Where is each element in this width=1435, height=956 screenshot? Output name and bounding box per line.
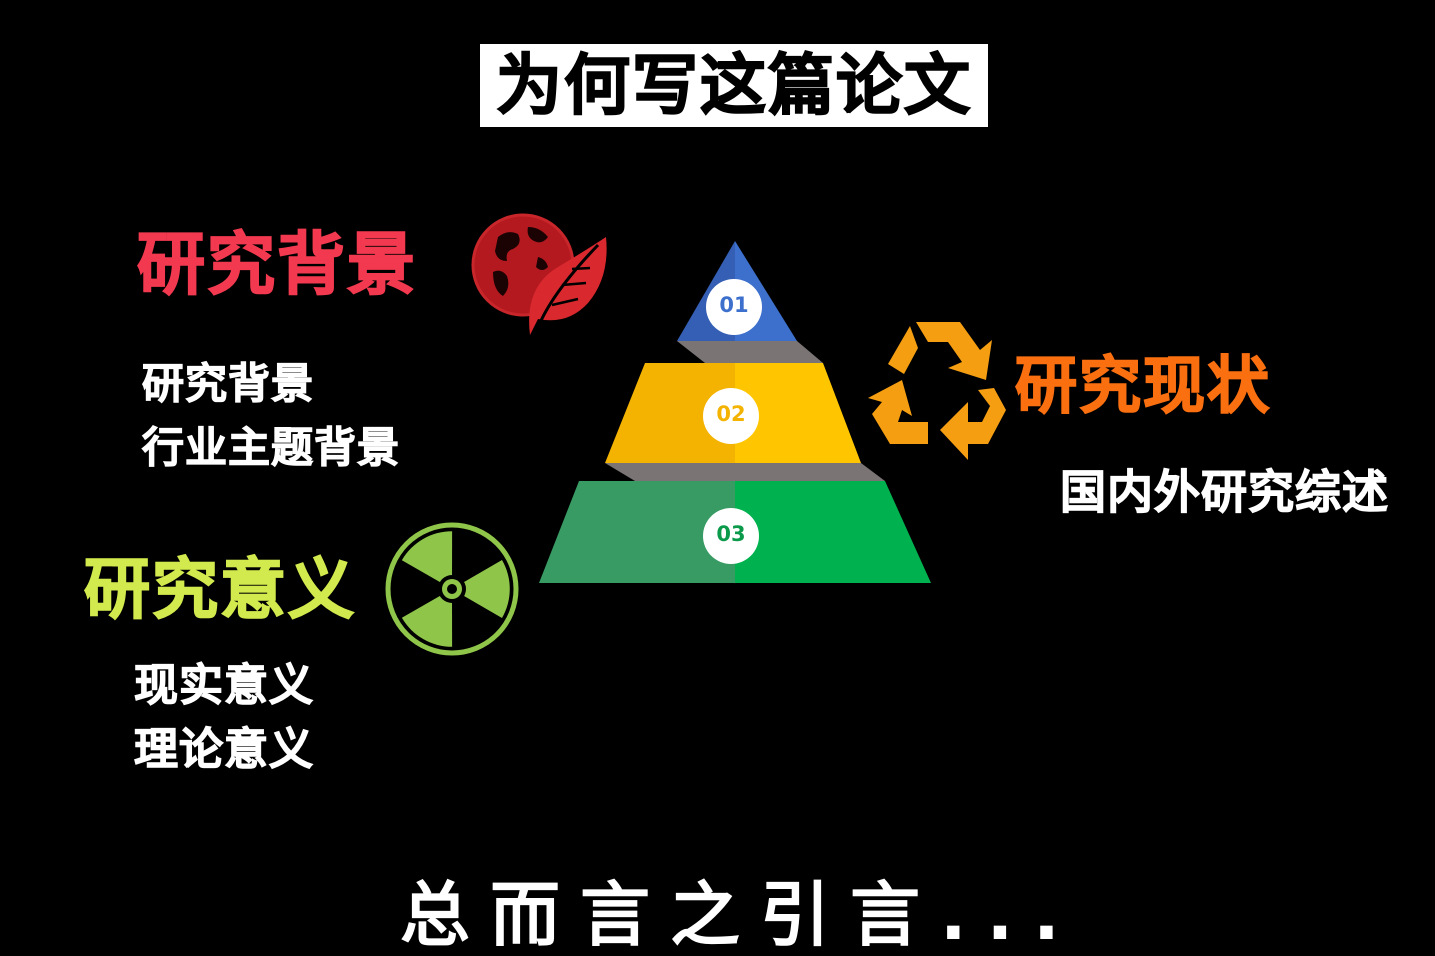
- pyramid-diagram: 01 02 03: [535, 238, 935, 588]
- page-title: 为何写这篇论文: [495, 46, 972, 124]
- background-heading: 研究背景: [136, 226, 418, 305]
- recycle-icon: [868, 318, 1008, 460]
- title-banner: 为何写这篇论文: [480, 44, 988, 127]
- pyramid-level-1-label: 01: [719, 293, 749, 317]
- status-item: 国内外研究综述: [1060, 465, 1389, 520]
- significance-item: 现实意义: [134, 660, 314, 712]
- pyramid-level-3-label: 03: [716, 522, 746, 546]
- background-item: 研究背景: [141, 359, 315, 409]
- background-item: 行业主题背景: [141, 423, 401, 473]
- globe-leaf-icon: [468, 207, 610, 345]
- status-heading: 研究现状: [1014, 349, 1272, 422]
- pyramid-level-2-label: 02: [716, 402, 746, 426]
- significance-item: 理论意义: [134, 724, 314, 776]
- significance-items: 现实意义 理论意义: [134, 654, 314, 782]
- radiation-icon: [383, 522, 523, 658]
- significance-heading: 研究意义: [83, 551, 356, 628]
- bottom-caption-cropped: 总而言之引言...: [400, 874, 1080, 956]
- background-items: 研究背景 行业主题背景: [141, 352, 401, 480]
- status-items: 国内外研究综述: [1060, 460, 1389, 524]
